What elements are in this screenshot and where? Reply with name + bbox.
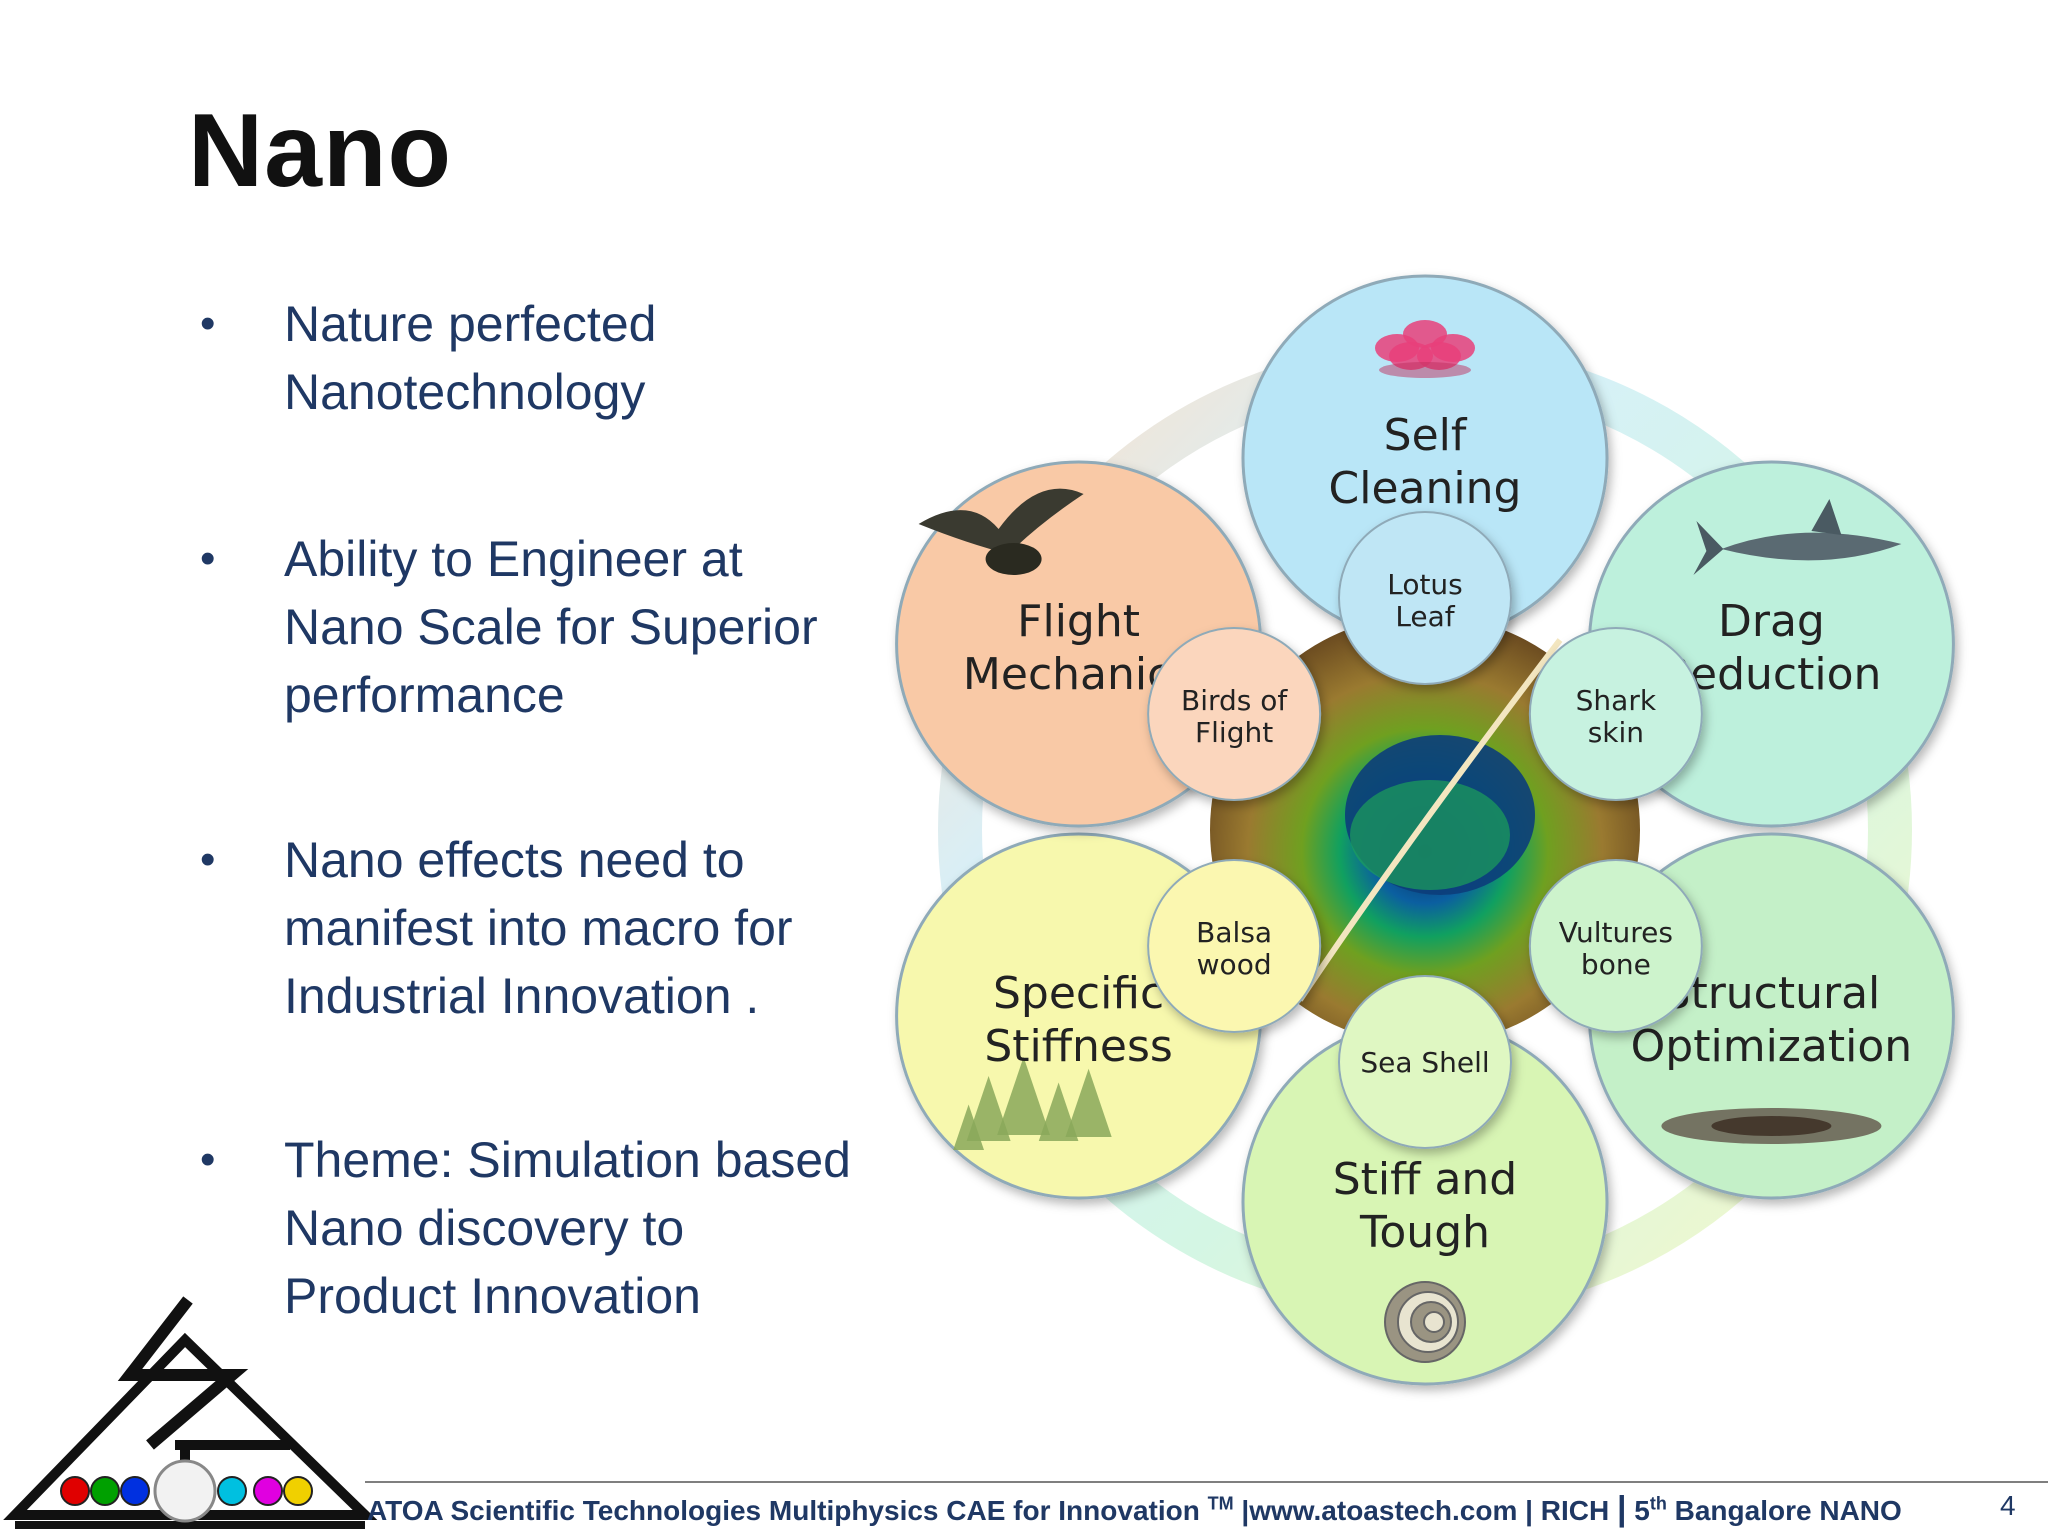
footer-ordinal: th [1649,1493,1667,1514]
outer-node-label-line1: Structural [1663,968,1881,1019]
logo-dot [253,1476,283,1506]
bullet-text: Theme: Simulation based Nano discovery t… [284,1132,851,1324]
footer-event: Bangalore NANO [1666,1495,1902,1526]
outer-node-label-line2: Stiffness [984,1021,1173,1072]
inner-node-label-line2: skin [1588,716,1644,749]
logo-dot [120,1476,150,1506]
inner-node-label-line1: Lotus [1387,568,1463,601]
footer-tm: TM [1207,1493,1234,1514]
footer-website: |www.atoastech.com | RICH [1233,1495,1617,1526]
footer-text: ATOA Scientific Technologies Multiphysic… [367,1490,1902,1529]
bullet-symbol: • [200,299,216,348]
inner-node-label-line1: Birds of [1181,684,1288,717]
inner-node-label-line2: Flight [1195,716,1273,749]
logo-dot [90,1476,120,1506]
vulture-bone-icon [1661,1108,1882,1144]
trees-icon [953,1057,1112,1150]
inner-node-circle [1528,627,1703,801]
outer-node-label-line2: Cleaning [1329,463,1522,514]
inner-node-circle [1338,975,1512,1149]
shark-icon [1693,499,1902,575]
logo-dot [283,1476,313,1506]
inner-node-label-line1: Vultures [1559,916,1673,949]
bullet-symbol: • [200,534,216,583]
footer-separator: | [1616,1490,1627,1528]
lotus-flower-icon [1375,320,1475,378]
slide-title: Nano [188,93,452,209]
inner-node-circle [1338,511,1512,685]
bullet-symbol: • [200,1135,216,1184]
outer-node-label-line2: Tough [1359,1207,1490,1258]
inner-node-circle [1147,859,1322,1033]
bullet-symbol: • [200,835,216,884]
inner-node-label-line1: Sea Shell [1360,1046,1489,1079]
inner-node-label-line2: wood [1197,948,1272,981]
outer-node-label-line1: Drag [1718,596,1825,647]
outer-node-label-line2: Optimization [1631,1021,1912,1072]
footer-company: ATOA Scientific Technologies Multiphysic… [367,1495,1208,1526]
inner-node: Sea Shell [1338,975,1512,1149]
eagle-icon [918,488,1084,575]
sea-shell-icon [1384,1281,1466,1363]
logo-dot [217,1476,247,1506]
inner-node-label-line1: Shark [1576,684,1657,717]
atoa-logo-icon [3,1296,378,1529]
footer-divider [365,1481,2048,1483]
outer-node-label-line1: Flight [1017,596,1140,647]
outer-node-label-line1: Stiff and [1333,1154,1518,1205]
inner-node-label-line1: Balsa [1196,916,1272,949]
inner-node-label-line2: bone [1581,948,1651,981]
inner-node-label-line2: Leaf [1395,600,1455,633]
outer-node-label-line1: Specific [993,968,1164,1019]
bullet-text: Ability to Engineer at Nano Scale for Su… [284,531,818,723]
footer-event-number: 5 [1626,1495,1650,1526]
inner-node-circle [1528,859,1703,1033]
globe-icon [153,1459,217,1523]
outer-node-label-line1: Self [1384,410,1468,461]
bullet-text: Nature perfected Nanotechnology [284,296,657,420]
logo-dot [60,1476,90,1506]
inner-node-circle [1147,627,1322,801]
page-number: 4 [2000,1490,2016,1521]
bullet-text: Nano effects need to manifest into macro… [284,832,793,1024]
